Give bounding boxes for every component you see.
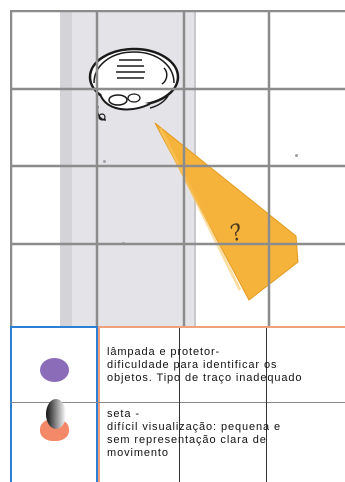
text-line: seta - [107,408,281,421]
illustration-panel: ? [10,10,345,326]
text-line: movimento [107,447,281,460]
legend-table: lâmpada e protetor- dificuldade para ide… [10,326,345,482]
legend-row-1-description: lâmpada e protetor- dificuldade para ide… [107,346,302,385]
text-line: sem representação clara de [107,434,281,447]
purple-oval-icon [40,358,69,382]
text-line: difícil visualização: pequena e [107,421,281,434]
text-line: objetos. Tipo de traço inadequado [107,372,302,385]
legend-row-2-description: seta - difícil visualização: pequena e s… [107,408,281,460]
text-line: dificuldade para identificar os [107,359,302,372]
gradient-arrow-icon [46,399,66,429]
text-line: lâmpada e protetor- [107,346,302,359]
grid-overlay [10,10,345,326]
